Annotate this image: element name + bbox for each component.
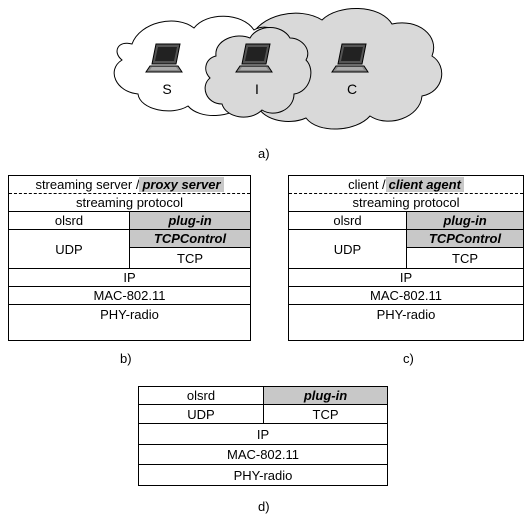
olsrd-cell: olsrd — [9, 212, 129, 230]
caption-c: c) — [403, 351, 414, 366]
plugin-cell: plug-in — [130, 212, 250, 230]
tcp-cell: TCP — [177, 250, 203, 266]
caption-a: a) — [258, 146, 270, 161]
transport-layer: olsrd UDP plug-in TCP — [139, 387, 387, 424]
network-clouds-diagram: S I C — [113, 8, 443, 130]
node-label-c: C — [347, 81, 357, 97]
caption-d: d) — [258, 499, 270, 514]
laptop-icon — [235, 43, 273, 73]
header-prefix: client / — [348, 177, 386, 192]
node-label-i: I — [255, 81, 259, 97]
caption-b: b) — [120, 351, 132, 366]
phy-row: PHY-radio — [376, 306, 436, 322]
udp-cell: UDP — [55, 241, 83, 257]
proxy-server-label: proxy server — [139, 177, 224, 192]
udp-cell: UDP — [333, 241, 362, 257]
olsrd-cell: olsrd — [289, 212, 406, 230]
tcp-cell: TCP — [452, 250, 478, 266]
plugin-cell: plug-in — [264, 387, 387, 405]
transport-layer: olsrd UDP plug-in TCPControl TCP — [9, 212, 250, 269]
olsrd-cell: olsrd — [139, 387, 263, 405]
streaming-protocol-row: streaming protocol — [9, 194, 250, 212]
laptop-icon — [331, 43, 369, 73]
node-label-s: S — [162, 81, 171, 97]
phy-row: PHY-radio — [233, 467, 293, 483]
plugin-cell: plug-in — [407, 212, 523, 230]
mac-row: MAC-802.11 — [289, 287, 523, 305]
mac-row: MAC-802.11 — [139, 445, 387, 465]
tcpcontrol-cell: TCPControl — [407, 230, 523, 248]
tcp-cell: TCP — [312, 406, 339, 422]
server-protocol-stack: streaming server / proxy server streamin… — [8, 175, 251, 341]
header-prefix: streaming server / — [35, 177, 140, 192]
laptop-icon — [145, 43, 183, 73]
client-agent-label: client agent — [385, 177, 464, 192]
stack-header: client / client agent — [289, 176, 523, 194]
ip-row: IP — [139, 424, 387, 445]
tcpcontrol-cell: TCPControl — [130, 230, 250, 248]
mac-row: MAC-802.11 — [9, 287, 250, 305]
ip-row: IP — [9, 269, 250, 287]
streaming-protocol-row: streaming protocol — [289, 194, 523, 212]
udp-cell: UDP — [187, 406, 215, 422]
intermediate-protocol-stack: olsrd UDP plug-in TCP IP MAC-802.11 PHY-… — [138, 386, 388, 486]
phy-row: PHY-radio — [100, 306, 159, 322]
ip-row: IP — [289, 269, 523, 287]
stack-header: streaming server / proxy server — [9, 176, 250, 194]
transport-layer: olsrd UDP plug-in TCPControl TCP — [289, 212, 523, 269]
client-protocol-stack: client / client agent streaming protocol… — [288, 175, 524, 341]
